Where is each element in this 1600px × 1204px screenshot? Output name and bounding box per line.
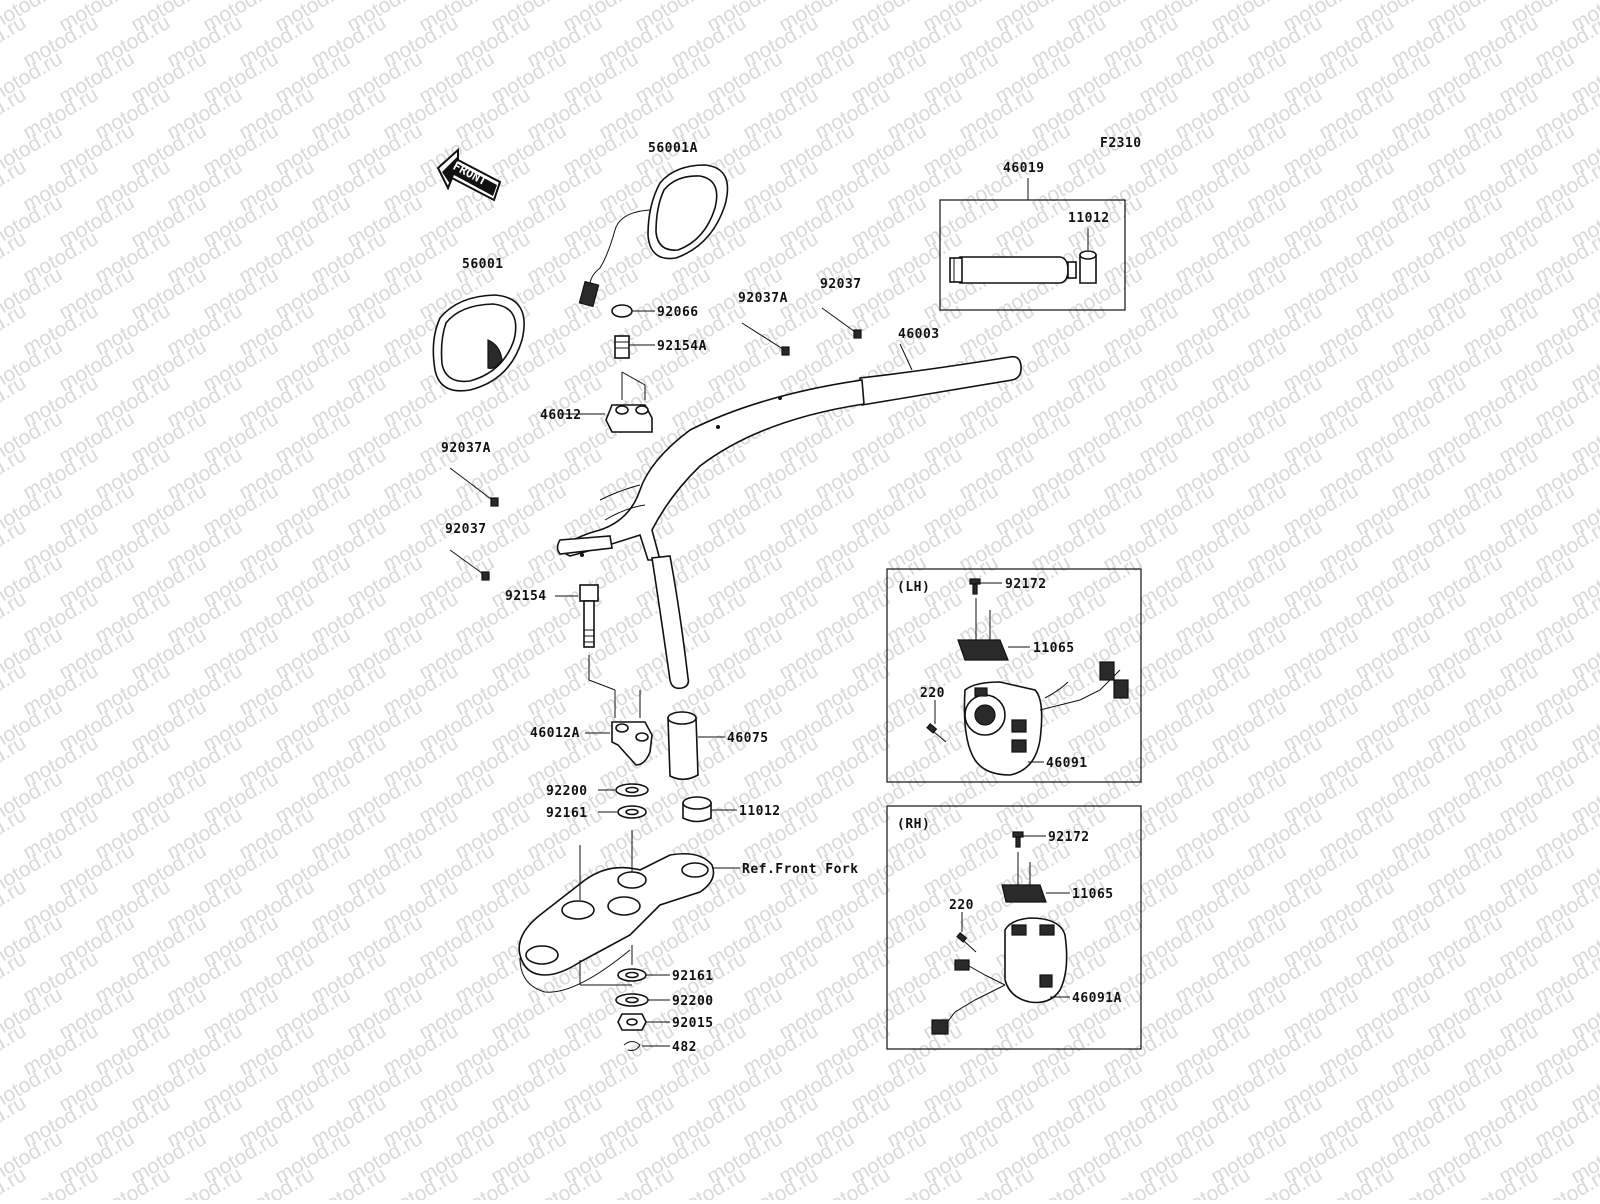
label-92066: 92066 <box>657 305 699 320</box>
label-56001a: 56001A <box>648 141 698 156</box>
label-11012-top: 11012 <box>1068 211 1110 226</box>
diagram-code: F2310 <box>1100 136 1142 151</box>
label-92154a: 92154A <box>657 339 707 354</box>
label-92161-bottom: 92161 <box>672 969 714 984</box>
label-92037a-left: 92037A <box>441 441 491 456</box>
bolt-92154a-part[interactable] <box>615 336 629 358</box>
label-92200-bottom: 92200 <box>672 994 714 1009</box>
label-46003: 46003 <box>898 327 940 342</box>
lh-cover-11065-part[interactable] <box>958 640 1008 660</box>
rh-label-46091a: 46091A <box>1072 991 1122 1006</box>
label-92161-top: 92161 <box>546 806 588 821</box>
rh-box-title: (RH) <box>897 817 930 832</box>
label-92200-top: 92200 <box>546 784 588 799</box>
label-11012-bottom: 11012 <box>739 804 781 819</box>
label-46012a: 46012A <box>530 726 580 741</box>
label-92015: 92015 <box>672 1016 714 1031</box>
lh-label-220: 220 <box>920 686 945 701</box>
throttle-grip-part[interactable] <box>950 257 1076 283</box>
label-92037a-top: 92037A <box>738 291 788 306</box>
label-482: 482 <box>672 1040 697 1055</box>
label-ref-front-fork: Ref.Front Fork <box>742 862 859 877</box>
lh-label-46091: 46091 <box>1046 756 1088 771</box>
lh-box-title: (LH) <box>897 580 930 595</box>
label-46012: 46012 <box>540 408 582 423</box>
label-92037-left: 92037 <box>445 522 487 537</box>
label-56001: 56001 <box>462 257 504 272</box>
label-92154: 92154 <box>505 589 547 604</box>
holder-46012[interactable] <box>606 405 652 432</box>
label-46075: 46075 <box>727 731 769 746</box>
cap-11012-bottom-part[interactable] <box>683 797 711 822</box>
rh-cover-11065-part[interactable] <box>1002 885 1046 902</box>
lh-label-92172: 92172 <box>1005 577 1047 592</box>
rh-label-220: 220 <box>949 898 974 913</box>
lh-label-11065: 11065 <box>1033 641 1075 656</box>
label-92037-top: 92037 <box>820 277 862 292</box>
rh-label-92172: 92172 <box>1048 830 1090 845</box>
label-46019: 46019 <box>1003 161 1045 176</box>
washer-92066-part[interactable] <box>612 305 632 317</box>
cap-11012-top-part[interactable] <box>1080 251 1096 283</box>
rh-screw-92172-part[interactable] <box>1013 832 1023 847</box>
grip-46075[interactable] <box>668 712 698 779</box>
rh-label-11065: 11065 <box>1072 887 1114 902</box>
